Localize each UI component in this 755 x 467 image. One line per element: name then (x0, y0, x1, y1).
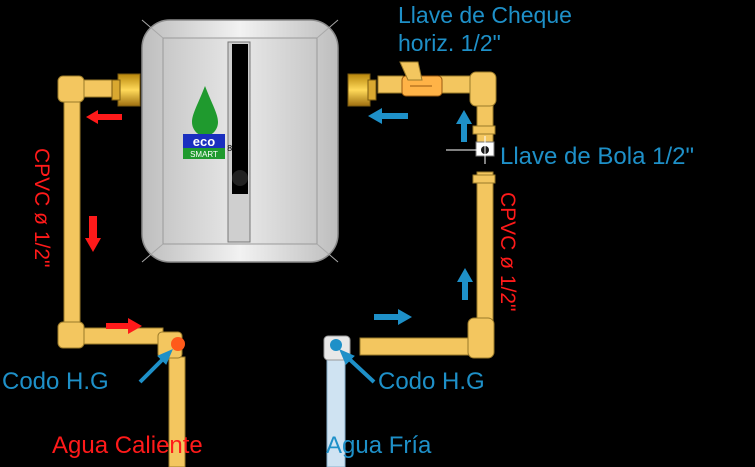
ball-valve (446, 136, 495, 164)
check-valve (399, 61, 443, 97)
cold-water-label: Agua Fría (326, 432, 432, 459)
elbow-pointers (138, 349, 376, 384)
ball-valve-label: Llave de Bola 1/2" (500, 143, 694, 170)
pipe-elbows (57, 71, 497, 359)
check-valve-label-line1: Llave de Cheque (398, 2, 572, 28)
cold-arrow-left (368, 108, 408, 124)
leaf-icon (192, 86, 218, 136)
elbow-right-label: Codo H.G (378, 368, 485, 395)
water-heater: eco SMART 8888 (141, 19, 339, 263)
check-valve-label-line2: horiz. 1/2" (398, 30, 501, 56)
hot-flow-arrows (85, 110, 142, 334)
hot-arrow-left (86, 110, 122, 124)
left-brass-union (111, 73, 141, 107)
cold-flow-arrows (368, 108, 473, 325)
elbow-left-label: Codo H.G (2, 368, 109, 395)
temperature-display: 8888 (227, 144, 249, 154)
right-brass-union (347, 73, 377, 107)
brand-logo-top: eco (193, 134, 215, 149)
hot-elbow-indicator (171, 337, 185, 351)
pipe-right-label: CPVC ø 1/2" (496, 192, 519, 312)
pipe-left-label: CPVC ø 1/2" (30, 148, 53, 268)
hot-arrow-down (85, 216, 101, 252)
hot-arrow-right (106, 318, 142, 334)
cold-elbow-indicator (330, 339, 342, 351)
cold-arrow-up-mid (457, 268, 473, 300)
cold-arrow-up-top (456, 110, 472, 142)
brand-logo-bottom: SMART (190, 150, 218, 159)
right-elbow-pointer (344, 354, 376, 384)
check-valve-label: Llave de Cheque horiz. 1/2" (398, 4, 572, 55)
brand-logo-box (183, 134, 225, 148)
cold-arrow-right (374, 309, 412, 325)
hot-water-label: Agua Caliente (52, 432, 203, 459)
